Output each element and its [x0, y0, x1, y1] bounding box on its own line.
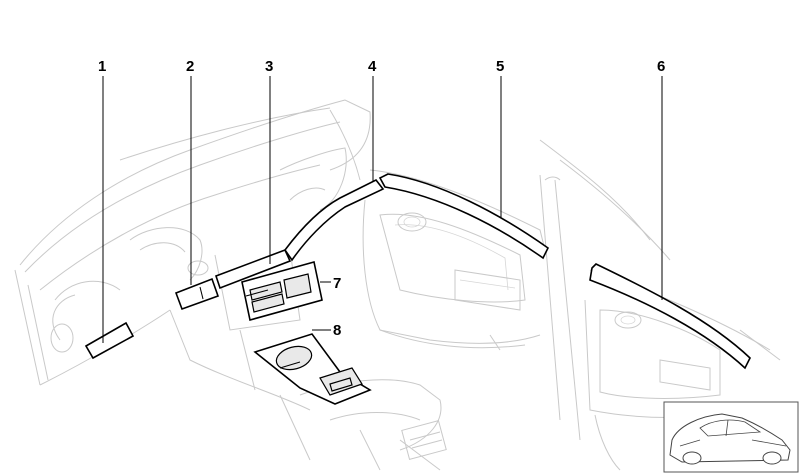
part-6-trim: [589, 263, 751, 370]
callout-2: 2: [186, 58, 194, 75]
part-8-console-trim: [253, 333, 372, 405]
part-2-trim: [174, 277, 220, 311]
leader-lines: [102, 76, 663, 343]
trim-parts: [84, 173, 751, 405]
callout-7: 7: [333, 275, 341, 292]
callout-3: 3: [265, 58, 273, 75]
callout-1: 1: [98, 58, 106, 75]
callout-5: 5: [496, 58, 504, 75]
part-3-trim: [214, 248, 292, 290]
part-5-trim: [378, 173, 550, 260]
vehicle-thumbnail: [663, 401, 799, 473]
callout-numbers: 1 2 3 4 5 6 7 8: [98, 58, 665, 339]
callout-4: 4: [368, 58, 377, 75]
interior-background: [14, 99, 781, 471]
callout-8: 8: [333, 322, 341, 339]
part-7-panel: [241, 261, 323, 321]
part-4-trim: [284, 178, 385, 262]
part-1-trim: [84, 321, 135, 360]
callout-6: 6: [657, 58, 665, 75]
